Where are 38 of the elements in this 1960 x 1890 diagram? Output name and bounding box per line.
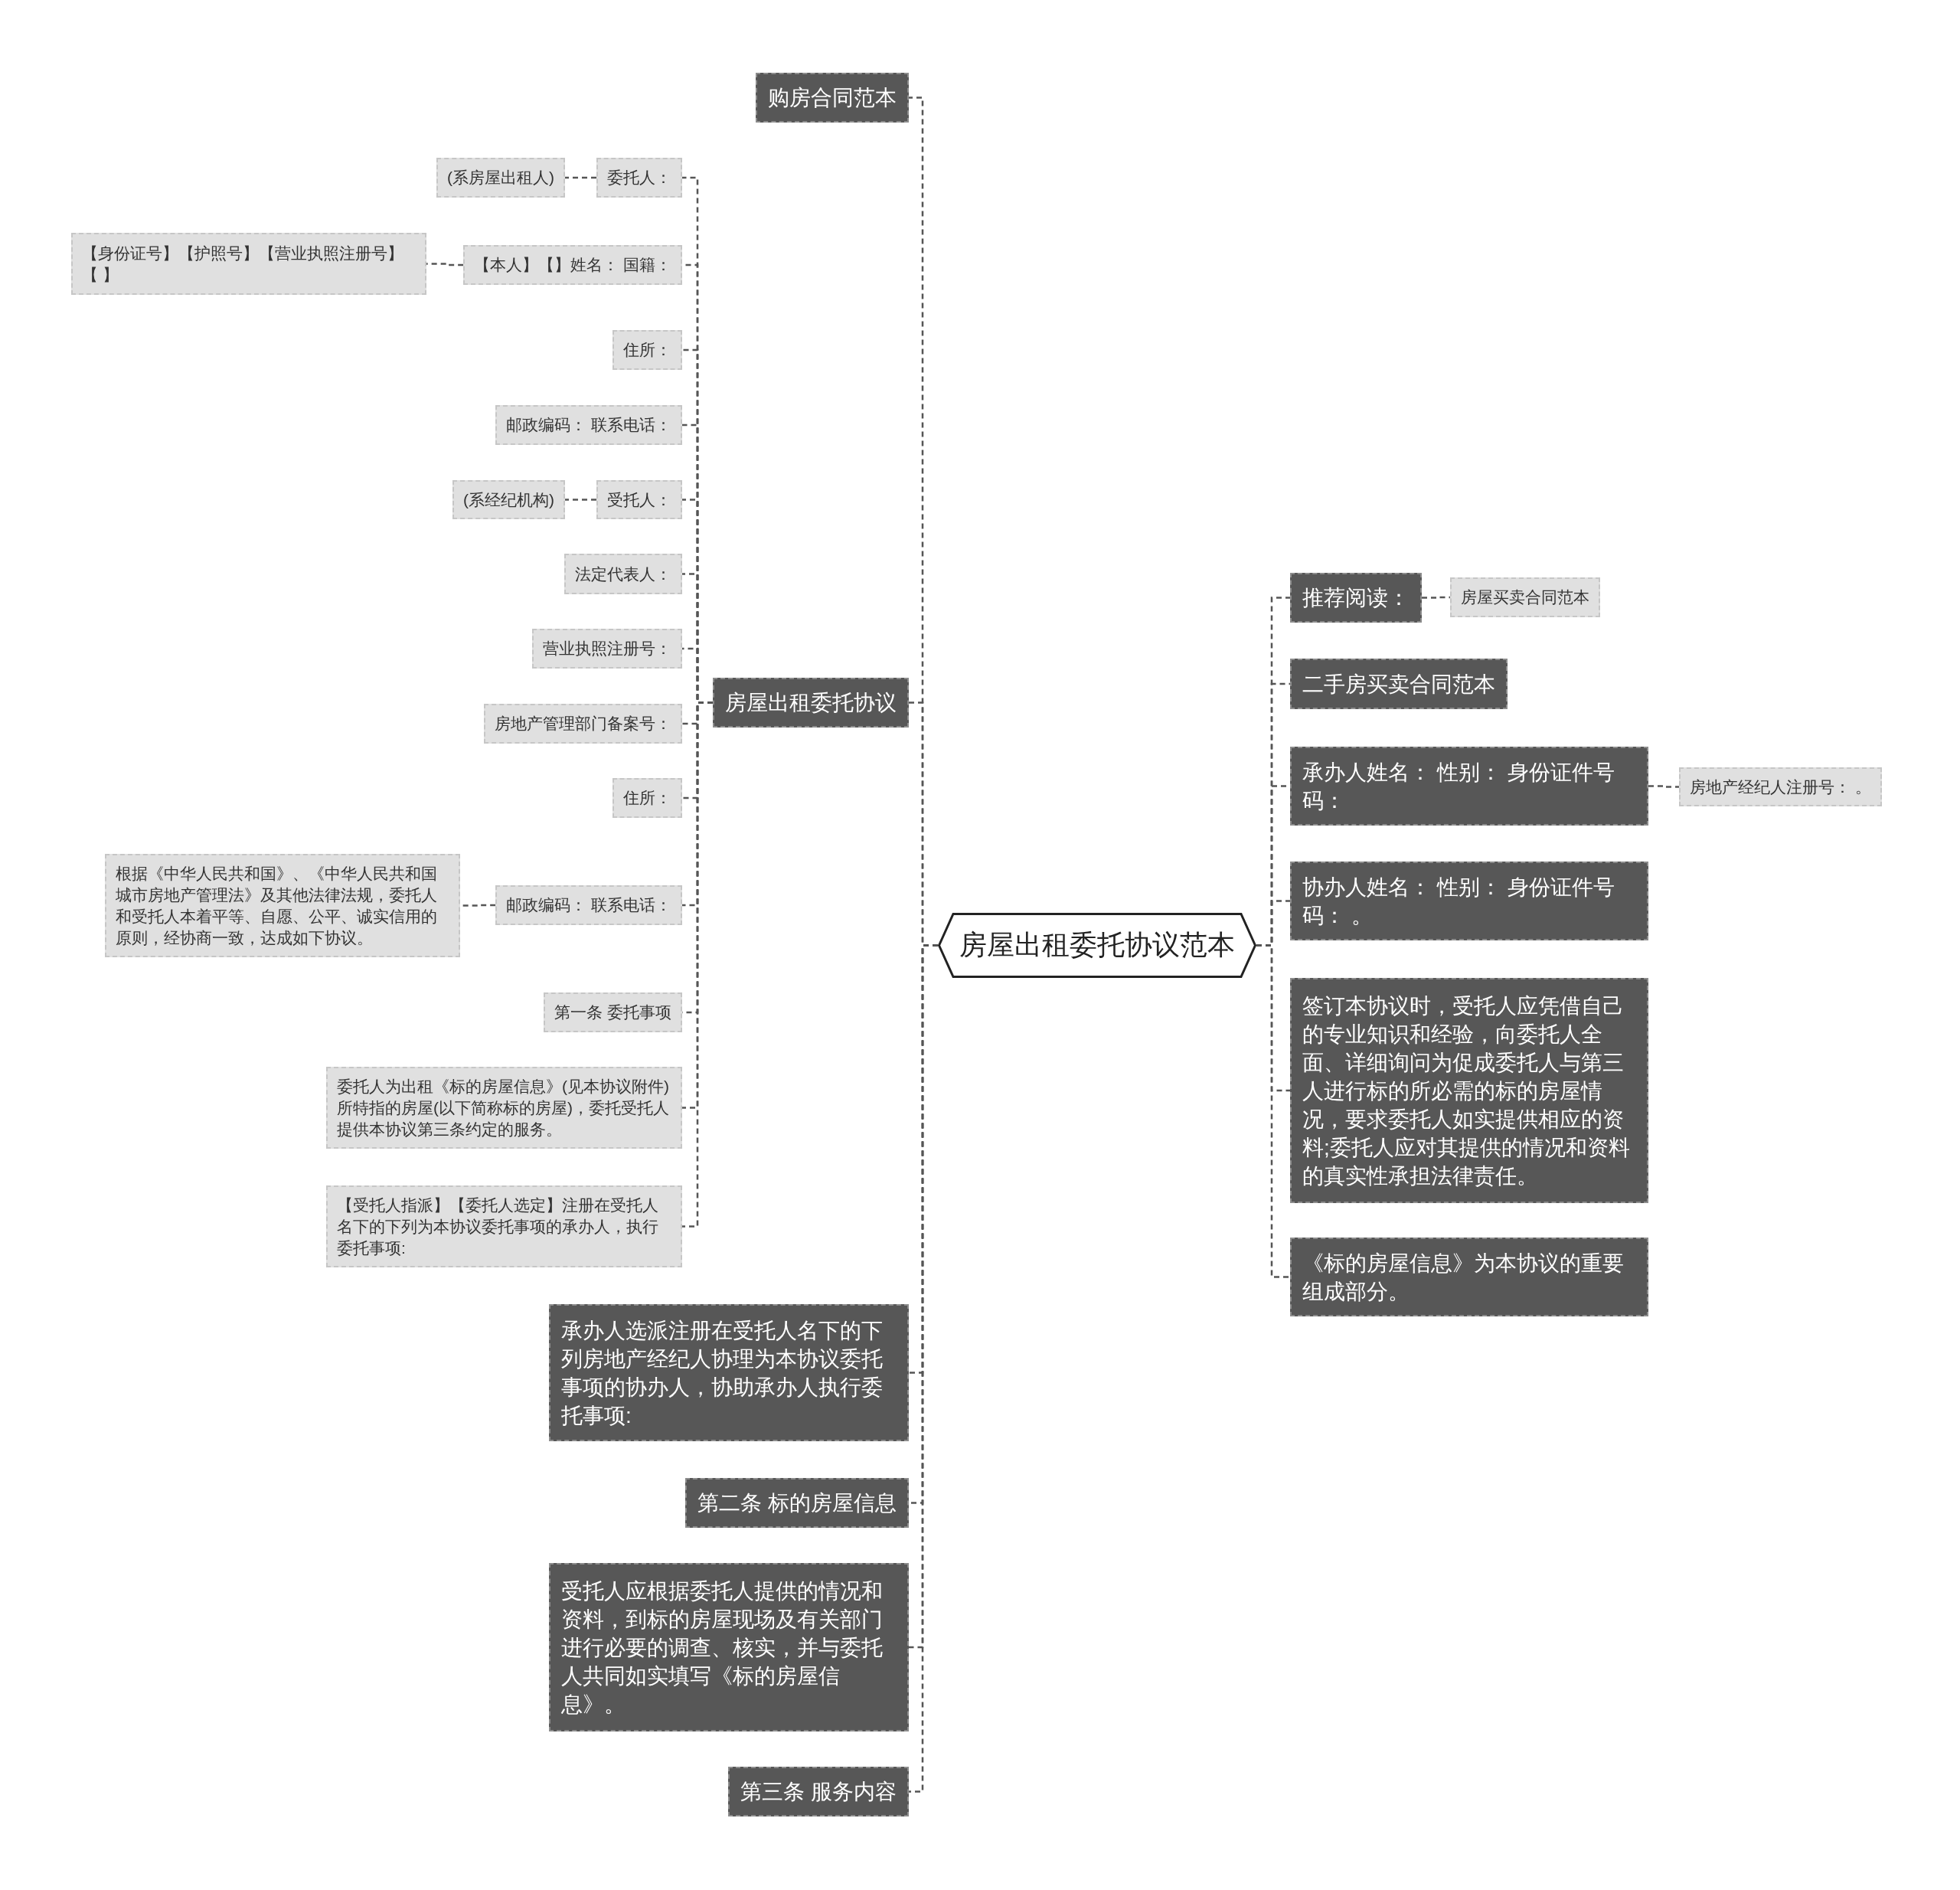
central-topic-hexagon: 房屋出租委托协议范本 <box>938 913 1256 978</box>
subtopic-box: 住所： <box>612 330 682 370</box>
connector-line <box>565 499 596 501</box>
topic-box: 第二条 标的房屋信息 <box>685 1478 909 1528</box>
connector-line <box>426 263 464 266</box>
subtopic-box: 邮政编码： 联系电话： <box>495 405 682 445</box>
connector-line <box>1422 596 1450 599</box>
subtopic-box: 房地产管理部门备案号： <box>484 704 682 744</box>
topic-box: 房屋出租委托协议 <box>713 678 909 728</box>
subtopic-box: 委托人为出租《标的房屋信息》(见本协议附件)所特指的房屋(以下简称标的房屋)，委托受托人提供本协议第三条约定的服务。 <box>326 1067 682 1149</box>
subtopic-box: 【身份证号】【护照号】【营业执照注册号】【 】 <box>71 233 426 295</box>
connector-line <box>1256 944 1290 1278</box>
subtopic-box: 房屋买卖合同范本 <box>1450 577 1600 617</box>
topic-box: 协办人姓名： 性别： 身份证件号码： 。 <box>1290 862 1648 940</box>
subtopic-box: 委托人： <box>596 158 682 198</box>
topic-box: 《标的房屋信息》为本协议的重要组成部分。 <box>1290 1238 1648 1316</box>
subtopic-box: 【本人】【】姓名： 国籍： <box>463 245 682 285</box>
topic-box: 承办人选派注册在受托人名下的下列房地产经纪人协理为本协议委托事项的协办人，协助承办人执行委托事项: <box>549 1304 909 1441</box>
connector-line <box>565 176 596 179</box>
topic-box: 受托人应根据委托人提供的情况和资料，到标的房屋现场及有关部门进行必要的调查、核实，并与委托人共同如实填写《标的房屋信息》。 <box>549 1563 909 1731</box>
subtopic-box: 住所： <box>612 778 682 818</box>
subtopic-box: 法定代表人： <box>564 554 682 594</box>
topic-box: 购房合同范本 <box>756 73 909 123</box>
topic-box: 签订本协议时，受托人应凭借自己的专业知识和经验，向委托人全面、详细询问为促成委托人与第三人进行标的所必需的标的房屋情况，要求委托人如实提供相应的资料;委托人应对其提供的情况和资料的真实性承担法律责任。 <box>1290 978 1648 1203</box>
topic-box: 第三条 服务内容 <box>728 1767 909 1816</box>
subtopic-box: (系房屋出租人) <box>436 158 565 198</box>
subtopic-box: 根据《中华人民共和国》、《中华人民共和国城市房地产管理法》及其他法律法规，委托人和受托人本着平等、自愿、公平、诚实信用的原则，经协商一致，达成如下协议。 <box>105 854 460 957</box>
subtopic-box: 【受托人指派】【委托人选定】注册在受托人名下的下列为本协议委托事项的承办人，执行委托事项: <box>326 1185 682 1267</box>
subtopic-box: 房地产经纪人注册号： 。 <box>1679 767 1882 806</box>
subtopic-box: 第一条 委托事项 <box>544 992 682 1032</box>
subtopic-box: (系经纪机构) <box>452 480 565 519</box>
connector-line <box>1648 785 1679 788</box>
subtopic-box: 营业执照注册号： <box>532 629 682 669</box>
subtopic-box: 受托人： <box>596 480 682 519</box>
topic-box: 承办人姓名： 性别： 身份证件号码： <box>1290 747 1648 826</box>
topic-box: 二手房买卖合同范本 <box>1290 659 1508 709</box>
subtopic-box: 邮政编码： 联系电话： <box>495 885 682 925</box>
topic-box: 推荐阅读： <box>1290 573 1422 623</box>
